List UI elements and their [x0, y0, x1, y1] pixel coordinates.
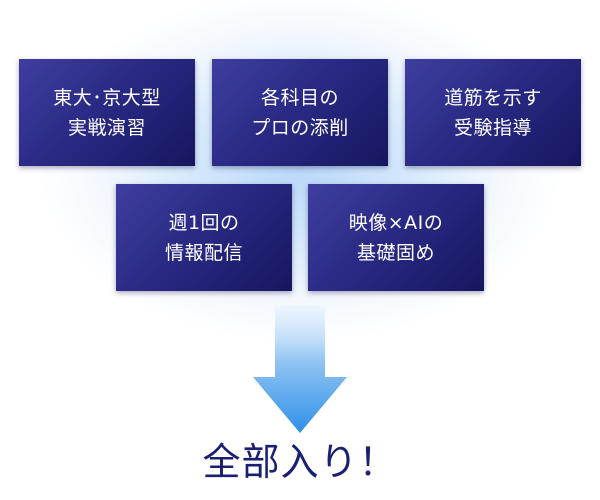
feature-card-weekly-info: 週1回の 情報配信 — [116, 184, 292, 291]
feature-card-label: 各科目の プロの添削 — [251, 86, 349, 139]
feature-card-practice-exams: 東大･京大型 実戦演習 — [19, 59, 195, 166]
feature-card-label: 東大･京大型 実戦演習 — [53, 86, 161, 139]
feature-card-exam-guidance: 道筋を示す 受験指導 — [405, 59, 581, 166]
down-arrow-icon — [253, 305, 347, 433]
feature-card-label: 映像×AIの 基礎固め — [348, 211, 444, 264]
slogan-text: 全部入り！ — [202, 440, 398, 484]
feature-card-pro-correction: 各科目の プロの添削 — [212, 59, 388, 166]
feature-card-label: 週1回の 情報配信 — [164, 211, 243, 264]
feature-card-video-ai: 映像×AIの 基礎固め — [308, 184, 484, 291]
feature-card-label: 道筋を示す 受験指導 — [444, 86, 542, 139]
